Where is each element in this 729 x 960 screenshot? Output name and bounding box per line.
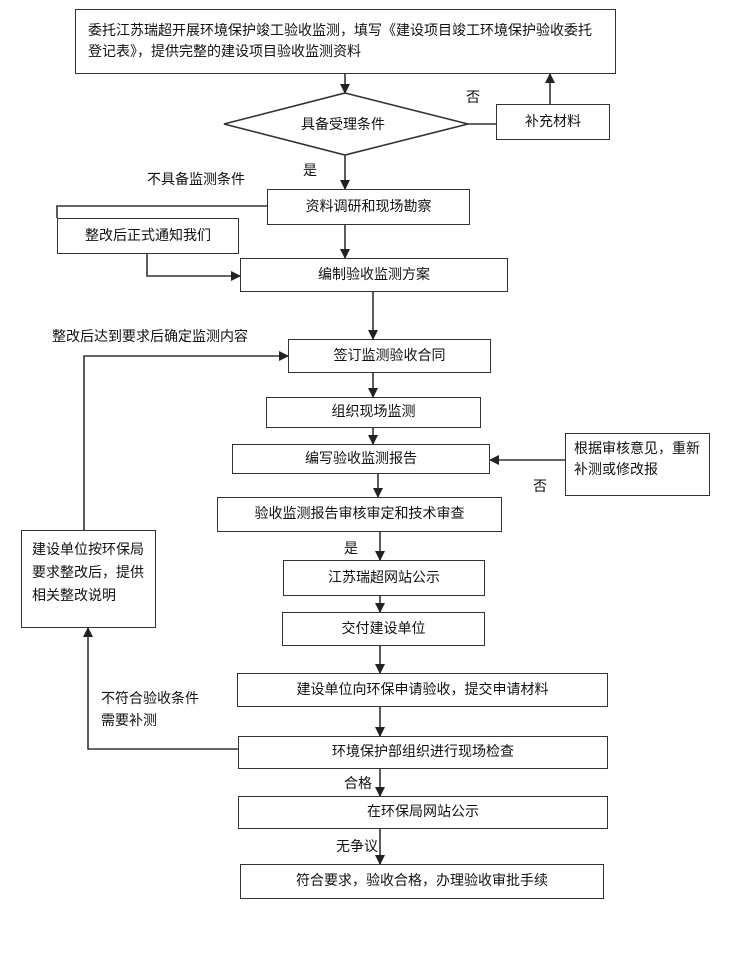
label-after-rectify: 整改后达到要求后确定监测内容 bbox=[52, 329, 248, 345]
label-yes-2: 是 bbox=[344, 541, 358, 557]
bureau-publicize-text: 在环保局网站公示 bbox=[367, 804, 479, 820]
rectify-left-text: 建设单位按环保局要求整改后，提供相关整改说明 bbox=[32, 542, 144, 605]
deliver-box: 交付建设单位 bbox=[282, 612, 485, 646]
revise-text: 根据审核意见，重新补测或修改报 bbox=[574, 441, 700, 478]
apply-text: 建设单位向环保申请验收，提交申请材料 bbox=[296, 681, 549, 698]
final-box: 符合要求，验收合格，办理验收审批手续 bbox=[240, 864, 604, 899]
label-not-qualified: 不具备监测条件 bbox=[147, 172, 245, 188]
label-no-2: 否 bbox=[533, 479, 547, 495]
supplement-box: 补充材料 bbox=[496, 104, 610, 140]
plan-text: 编制验收监测方案 bbox=[318, 266, 430, 283]
survey-box: 资料调研和现场勘察 bbox=[267, 189, 470, 225]
label-no-objection: 无争议 bbox=[336, 839, 378, 855]
rectify-left-box: 建设单位按环保局要求整改后，提供相关整改说明 bbox=[21, 530, 156, 628]
inspect-box: 环境保护部组织进行现场检查 bbox=[238, 736, 608, 769]
arrow-rectify-left-to-contract bbox=[83, 351, 289, 530]
review-text: 验收监测报告审核审定和技术审查 bbox=[254, 506, 465, 522]
arrow-inspect-to-rectify-left bbox=[83, 627, 238, 750]
publicize-box: 江苏瑞超网站公示 bbox=[283, 560, 485, 596]
label-need-supplement: 需要补测 bbox=[101, 713, 157, 729]
survey-text: 资料调研和现场勘察 bbox=[305, 198, 432, 215]
apply-box: 建设单位向环保申请验收，提交申请材料 bbox=[237, 673, 608, 707]
label-not-meet: 不符合验收条件 bbox=[101, 691, 199, 707]
review-box: 验收监测报告审核审定和技术审查 bbox=[217, 497, 502, 532]
contract-text: 签订监测验收合同 bbox=[333, 347, 446, 364]
start-text: 委托江苏瑞超开展环境保护竣工验收监测，填写《建设项目竣工环境保护验收委托登记表》… bbox=[88, 22, 592, 60]
condition-text: 具备受理条件 bbox=[301, 117, 385, 133]
write-report-text: 编写验收监测报告 bbox=[305, 450, 417, 467]
start-box: 委托江苏瑞超开展环境保护竣工验收监测，填写《建设项目竣工环境保护验收委托登记表》… bbox=[75, 9, 616, 74]
label-no-1: 否 bbox=[466, 90, 480, 106]
supplement-text: 补充材料 bbox=[525, 113, 581, 130]
publicize-text: 江苏瑞超网站公示 bbox=[328, 569, 440, 586]
label-yes-1: 是 bbox=[303, 163, 317, 179]
organize-text: 组织现场监测 bbox=[331, 404, 416, 420]
write-report-box: 编写验收监测报告 bbox=[232, 444, 490, 474]
rectify-notify-box: 整改后正式通知我们 bbox=[57, 218, 239, 254]
contract-box: 签订监测验收合同 bbox=[288, 339, 491, 373]
revise-box: 根据审核意见，重新补测或修改报 bbox=[565, 433, 710, 496]
bureau-publicize-box: 在环保局网站公示 bbox=[238, 796, 608, 829]
label-qualified: 合格 bbox=[344, 776, 372, 792]
line-survey-to-rectify bbox=[56, 205, 267, 218]
plan-box: 编制验收监测方案 bbox=[240, 258, 508, 292]
deliver-text: 交付建设单位 bbox=[341, 620, 426, 637]
organize-box: 组织现场监测 bbox=[266, 397, 481, 428]
arrow-rectify-to-plan bbox=[146, 254, 241, 281]
final-text: 符合要求，验收合格，办理验收审批手续 bbox=[296, 873, 548, 889]
rectify-notify-text: 整改后正式通知我们 bbox=[85, 227, 211, 244]
inspect-text: 环境保护部组织进行现场检查 bbox=[332, 744, 514, 760]
